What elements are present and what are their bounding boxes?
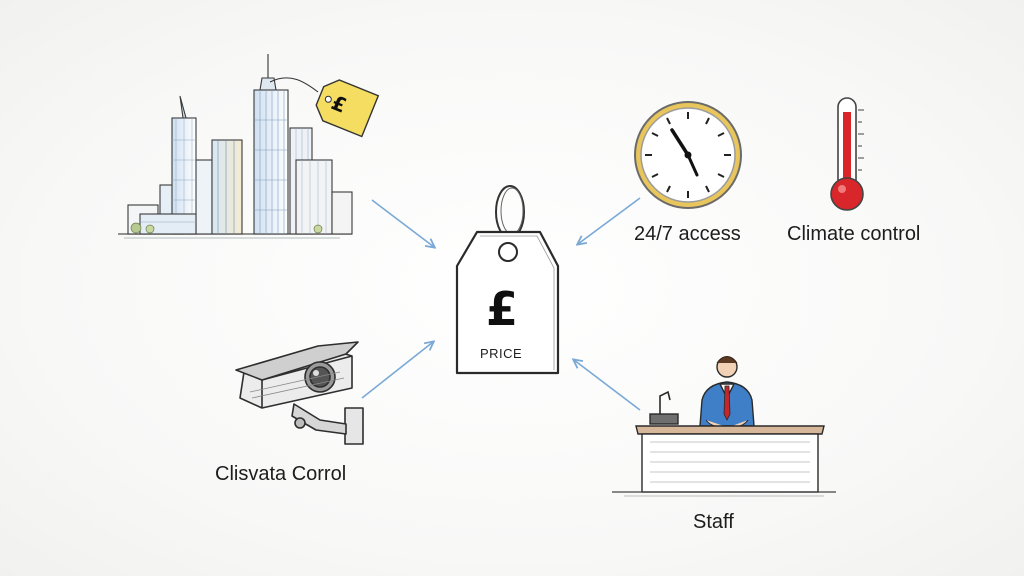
price-tag-icon bbox=[455, 185, 560, 375]
staff-desk-icon bbox=[612, 356, 836, 497]
clock-icon bbox=[634, 101, 742, 209]
access-label: 24/7 access bbox=[634, 223, 741, 245]
climate-label: Climate control bbox=[787, 223, 921, 245]
thermometer-icon bbox=[830, 97, 864, 211]
arrow-from-cctv bbox=[361, 342, 433, 399]
cctv-camera-icon bbox=[235, 341, 364, 445]
arrow-from-city bbox=[371, 199, 434, 247]
price-label: PRICE bbox=[480, 346, 523, 361]
cctv-label: Clisvata Corrol bbox=[215, 463, 347, 485]
arrow-from-access bbox=[578, 197, 641, 244]
arrow-from-staff bbox=[574, 360, 641, 411]
price-symbol: £ bbox=[486, 282, 519, 336]
staff-label: Staff bbox=[693, 511, 734, 533]
arrows bbox=[361, 197, 641, 411]
city-skyline-icon bbox=[118, 54, 380, 239]
city-price-tag-icon bbox=[315, 79, 380, 138]
